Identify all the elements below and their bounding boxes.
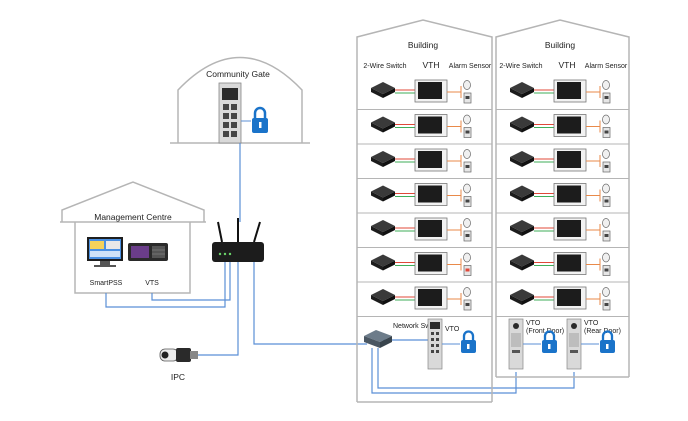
building-1-lock-icon xyxy=(461,330,476,353)
alarm-sensor-icon xyxy=(602,149,611,173)
camera-icon xyxy=(159,348,198,362)
floor-row xyxy=(496,247,629,276)
vth-monitor-icon xyxy=(553,114,587,137)
community-gate: Community Gate xyxy=(170,56,310,144)
floor-row xyxy=(496,143,629,173)
building-2-col-alarm: Alarm Sensor xyxy=(585,63,628,70)
two-wire-switch-icon xyxy=(510,289,534,305)
vth-monitor-icon xyxy=(553,183,587,206)
network-switch-label: Network Switch xyxy=(393,323,441,330)
front-door-vto-icon xyxy=(508,318,524,370)
floor-row xyxy=(496,212,629,242)
floor-row xyxy=(357,109,492,138)
smartpss-label: SmartPSS xyxy=(90,280,123,287)
vto-front-line-2: (Front Door) xyxy=(526,328,564,335)
alarm-sensor-icon xyxy=(463,149,472,173)
building-2: Building 2-Wire Switch VTH Alarm Sensor … xyxy=(495,19,630,378)
two-wire-switch-icon xyxy=(371,289,395,305)
vto-front-label: VTO (Front Door) xyxy=(526,320,564,335)
building-1-vto-icon xyxy=(427,318,443,370)
community-gate-label: Community Gate xyxy=(206,69,270,79)
two-wire-switch-icon xyxy=(371,116,395,133)
vth-monitor-icon xyxy=(553,252,587,275)
two-wire-switch-icon xyxy=(510,151,534,167)
alarm-sensor-icon xyxy=(602,252,611,276)
building-2-floors xyxy=(496,79,629,317)
vts-console-icon xyxy=(128,243,168,261)
gate-lock-icon xyxy=(252,106,268,133)
floor-row xyxy=(371,79,472,104)
vto-rear-label: VTO (Rear Door) xyxy=(584,320,621,335)
alarm-sensor-icon xyxy=(602,80,611,104)
building-1-title: Building xyxy=(408,40,439,50)
building-1: Building 2-Wire Switch VTH Alarm Sensor … xyxy=(356,19,493,403)
alarm-sensor-icon xyxy=(463,183,472,207)
two-wire-switch-icon xyxy=(510,254,534,271)
vth-monitor-icon xyxy=(414,114,448,137)
floor-row xyxy=(357,143,492,173)
building-1-col-alarm: Alarm Sensor xyxy=(449,63,492,70)
two-wire-switch-icon xyxy=(371,220,395,236)
vto-rear-line-2: (Rear Door) xyxy=(584,328,621,335)
vth-monitor-icon xyxy=(414,217,448,241)
alarm-sensor-icon xyxy=(463,114,472,138)
floor-row xyxy=(496,178,629,207)
two-wire-switch-icon xyxy=(510,116,534,133)
two-wire-switch-icon xyxy=(371,82,395,98)
alarm-sensor-icon xyxy=(463,252,472,276)
alarm-sensor-icon xyxy=(602,218,611,242)
building-1-vto-label: VTO xyxy=(445,326,460,333)
alarm-sensor-icon xyxy=(602,287,611,311)
alarm-sensor-icon xyxy=(463,80,472,104)
smartpss-pc-icon xyxy=(87,237,123,267)
network-switch-icon xyxy=(364,330,392,348)
management-centre-label: Management Centre xyxy=(94,212,172,222)
vth-monitor-icon xyxy=(414,252,448,275)
vth-monitor-icon xyxy=(553,286,587,310)
building-2-title: Building xyxy=(545,40,576,50)
alarm-sensor-icon xyxy=(602,114,611,138)
floor-row xyxy=(357,247,492,276)
vth-monitor-icon xyxy=(553,217,587,241)
ipc-label: IPC xyxy=(171,372,185,382)
vto-rear-line-1: VTO xyxy=(584,320,599,327)
two-wire-switch-icon xyxy=(371,185,395,202)
building-2-col-vth: VTH xyxy=(559,60,576,70)
floor-row xyxy=(357,212,492,242)
alarm-sensor-icon xyxy=(602,183,611,207)
management-centre: Management Centre SmartPSS VTS xyxy=(60,181,206,294)
two-wire-switch-icon xyxy=(371,151,395,167)
two-wire-switch-icon xyxy=(510,220,534,236)
gate-door-station-icon xyxy=(218,82,242,144)
alarm-sensor-icon xyxy=(463,287,472,311)
floor-row xyxy=(357,281,492,311)
vth-monitor-icon xyxy=(414,148,448,172)
vth-monitor-icon xyxy=(414,183,448,206)
floor-row xyxy=(510,79,611,104)
building-1-floors xyxy=(357,79,492,317)
building-1-col-vth: VTH xyxy=(423,60,440,70)
two-wire-switch-icon xyxy=(510,82,534,98)
two-wire-switch-icon xyxy=(510,185,534,202)
vth-monitor-icon xyxy=(553,79,587,103)
building-1-col-switch: 2-Wire Switch xyxy=(363,63,406,70)
floor-row xyxy=(496,281,629,311)
front-door-lock-icon xyxy=(542,330,557,353)
two-wire-switch-icon xyxy=(371,254,395,271)
vth-monitor-icon xyxy=(414,286,448,310)
rear-door-lock-icon xyxy=(600,330,615,353)
rear-door-vto-icon xyxy=(566,318,582,370)
router-icon xyxy=(212,218,264,262)
floor-row xyxy=(496,109,629,138)
vto-front-line-1: VTO xyxy=(526,320,541,327)
building-2-col-switch: 2-Wire Switch xyxy=(499,63,542,70)
floor-row xyxy=(357,178,492,207)
vts-label: VTS xyxy=(145,280,159,287)
vth-monitor-icon xyxy=(553,148,587,172)
vth-monitor-icon xyxy=(414,79,448,103)
alarm-sensor-icon xyxy=(463,218,472,242)
